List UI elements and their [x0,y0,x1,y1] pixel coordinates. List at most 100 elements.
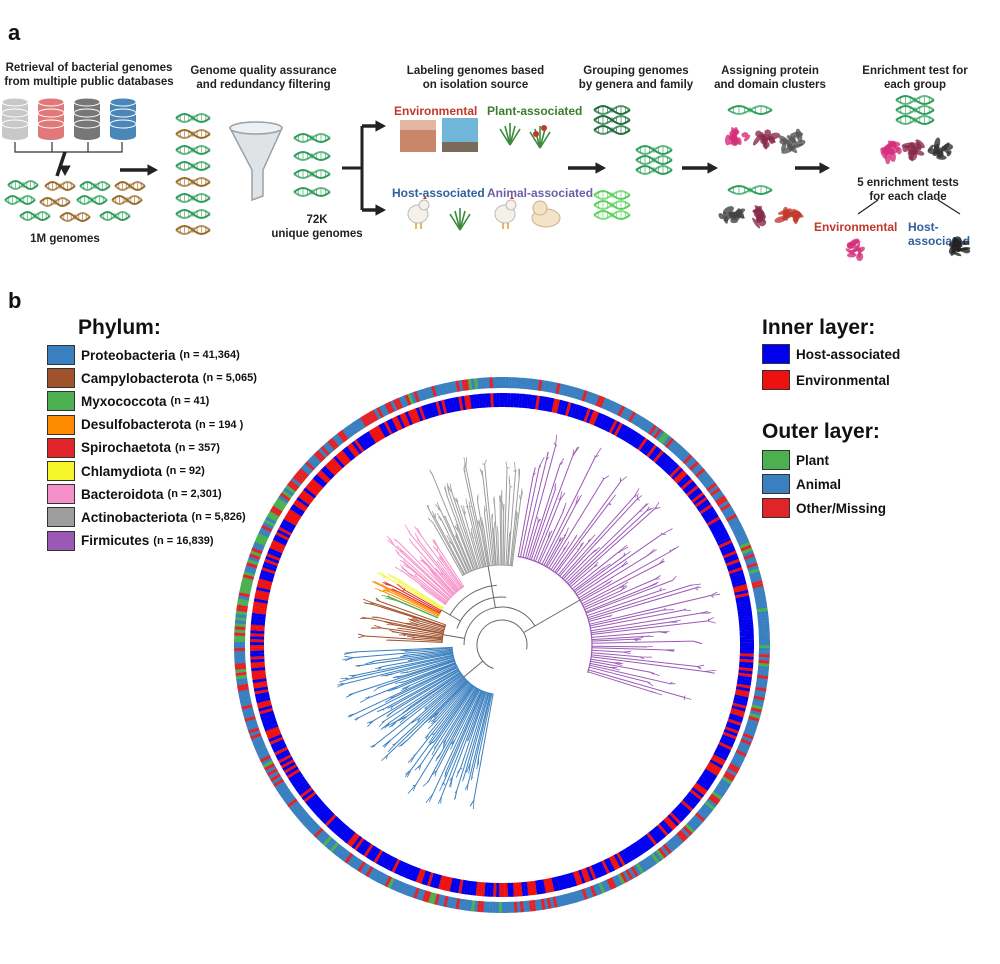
tree-tip [493,521,495,533]
inner-layer-segment [256,583,272,591]
tree-branch [414,683,472,756]
tree-branch [576,566,622,597]
inner-layer-segment [637,437,648,451]
tree-tip [697,664,705,667]
unique-count-text: unique genomes [271,228,363,240]
tree-tip [710,591,718,596]
outer-layer-segment [595,395,603,407]
outer-layer-segment [516,377,521,389]
tree-branch [397,663,456,689]
right-arrow-icon [682,162,718,174]
inner-layer-segment [736,680,752,686]
inner-layer-segment [388,418,398,433]
outer-layer-segment [309,456,320,467]
inner-layer-segment [298,494,312,506]
inner-layer-segment [512,882,517,897]
tree-branch [404,589,442,612]
inner-layer-segment [353,439,365,453]
inner-layer-segment [285,766,299,776]
outer-layer-segment [498,376,503,388]
inner-layer-segment [318,469,331,482]
outer-layer-segment [425,891,432,903]
tree-tip [428,518,434,524]
inner-layer-segment [731,705,746,712]
inner-layer-segment [562,401,569,416]
inner-layer-segment [606,857,616,872]
tree-tip [399,549,404,553]
outer-layer-segment [669,838,679,849]
outer-layer-segment [344,426,354,438]
tree-branch [483,512,492,566]
outer-layer-segment [452,381,458,393]
outer-layer-segment [584,887,591,899]
inner-layer-segment [721,547,736,556]
inner-layer-segment [543,878,549,894]
phylum-legend-item: Actinobacteriota(n = 5,826) [47,506,246,528]
tree-branch [379,600,446,626]
inner-layer-segment [257,702,272,709]
arrow-head [375,120,386,132]
database-bracket [14,142,123,153]
category-environmental-label: Environmental [394,104,478,118]
dna-helix-icon [593,114,631,126]
outer-layer-segment [660,845,670,857]
dna-helix-icon [593,209,631,221]
protein-helix [793,213,799,225]
inner-layer-segment [720,736,735,745]
inner-layer-segment [659,455,671,469]
tree-tip [383,589,392,593]
tree-tip [376,597,380,602]
inner-layer-segment [567,873,575,888]
outer-layer-segment [743,730,755,737]
inner-layer-segment [731,578,746,585]
outer-layer-segment [498,902,502,914]
protein-helix [733,127,738,134]
outer-layer-segment [695,468,706,478]
inner-layer-segment [253,686,269,692]
tree-branch [471,691,486,731]
tree-tip [464,783,469,790]
tree-branch [424,562,455,595]
outer-layer-segment [365,866,374,878]
inner-layer-segment [578,406,586,421]
inner-layer-segment [446,877,453,892]
tree-tip [380,572,388,579]
tree-tip [620,476,628,482]
protein-helix [731,211,742,219]
tree-tip [636,498,640,501]
outer-layer-segment [235,668,247,673]
plant-icon [499,123,521,146]
outer-layer-segment [758,626,770,631]
outer-layer-segment [751,704,763,710]
inner-layer-segment [620,849,631,864]
outer-layer-segment [558,383,564,395]
inner-layer-segment [692,494,706,506]
tree-branch [589,595,711,625]
inner-layer-segment [496,882,500,897]
tree-tip [444,485,448,497]
protein-helix [741,132,749,138]
outer-layer-segment [352,421,361,432]
tree-tip [468,501,471,508]
outer-layer-segment [234,653,246,658]
outer-layer-segment [247,724,259,731]
outer-layer-segment [748,568,760,575]
inner-layer-segment [378,852,388,867]
phylum-legend-name: Proteobacteria [81,347,176,363]
outer-layer-segment [757,617,769,622]
outer-layer-segment [706,798,717,808]
inner-layer-segment [644,834,655,848]
inner-layer-segment [699,504,713,515]
tree-tip [404,680,407,683]
inner-layer-segment [432,401,440,417]
step-labeling-line-1: Labeling genomes based [406,65,545,77]
inner-layer-segment [732,702,747,709]
tree-tip [390,705,394,710]
tree-tip [420,585,427,592]
phylum-legend-title: Phylum: [78,316,161,339]
tree-tip [496,526,499,535]
tree-tip [432,793,434,795]
arrow-head [59,165,71,176]
protein-helix [915,139,925,149]
outer-layer-segment [749,710,762,716]
